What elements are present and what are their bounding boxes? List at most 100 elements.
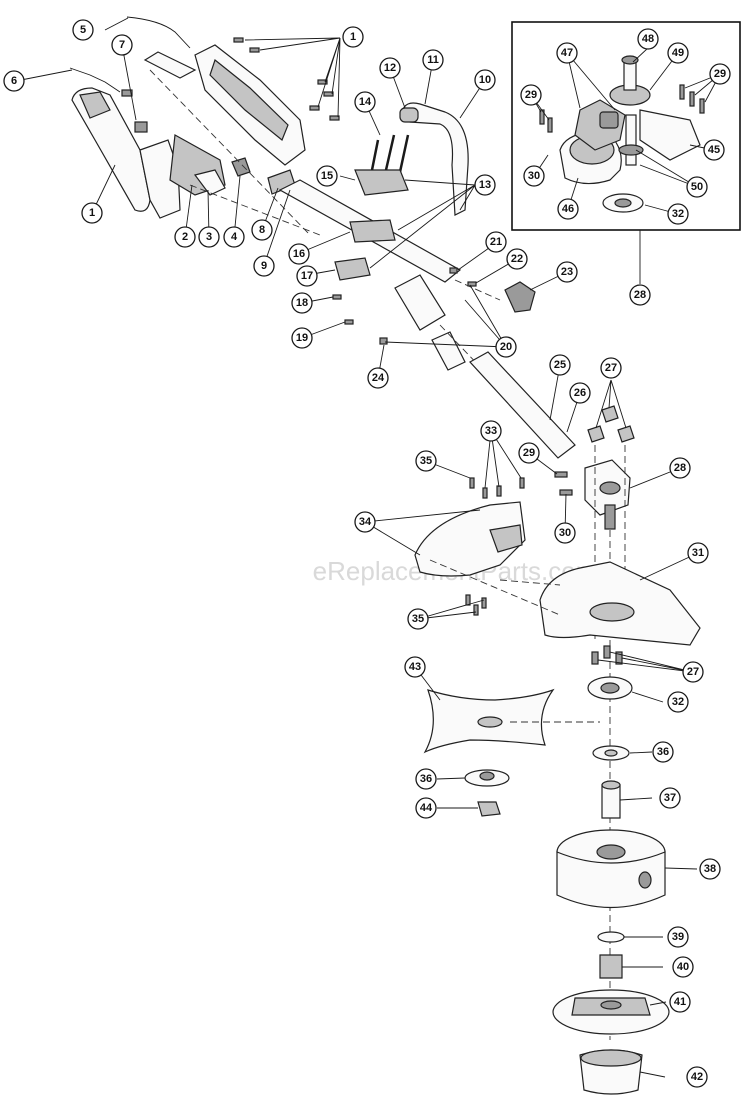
svg-text:32: 32	[672, 208, 684, 220]
svg-text:49: 49	[672, 47, 684, 59]
callout-29: 29	[520, 84, 542, 106]
svg-text:37: 37	[664, 792, 676, 804]
retainer-washer-part	[597, 931, 625, 943]
callout-35: 35	[407, 608, 429, 630]
svg-text:23: 23	[561, 266, 573, 278]
svg-text:29: 29	[525, 89, 537, 101]
callout-16: 16	[288, 243, 310, 265]
svg-text:44: 44	[420, 802, 433, 814]
callout-31: 31	[687, 542, 709, 564]
adapter-part	[601, 784, 621, 819]
svg-text:28: 28	[674, 462, 686, 474]
callout-30: 30	[554, 522, 576, 544]
callout-32: 32	[667, 203, 689, 225]
callout-1: 1	[342, 26, 364, 48]
blade-and-head-stack	[414, 666, 698, 1095]
shaft-coupler-assembly	[377, 242, 581, 459]
svg-text:16: 16	[293, 248, 305, 260]
throttle-handle-assembly	[20, 16, 486, 339]
callout-33: 33	[480, 420, 502, 442]
svg-text:20: 20	[500, 341, 512, 353]
svg-text:4: 4	[231, 231, 238, 243]
svg-text:26: 26	[574, 387, 586, 399]
svg-text:47: 47	[561, 47, 573, 59]
callout-22: 22	[506, 248, 528, 270]
callout-26: 26	[569, 382, 591, 404]
svg-text:45: 45	[708, 144, 720, 156]
callout-15: 15	[316, 165, 338, 187]
callout-46: 46	[557, 198, 579, 220]
svg-text:32: 32	[672, 696, 684, 708]
callout-45: 45	[703, 139, 725, 161]
callout-6: 6	[3, 70, 25, 92]
callout-2: 2	[174, 226, 196, 248]
coupler-part	[394, 274, 446, 331]
svg-text:24: 24	[372, 372, 385, 384]
svg-text:25: 25	[554, 359, 566, 371]
lower-tube-part	[469, 351, 576, 459]
callout-47: 47	[556, 42, 578, 64]
clamp-part	[354, 169, 409, 196]
svg-text:9: 9	[261, 260, 267, 272]
callout-labels: 1 1 2 3 4 5 6 7 8 9 10 11 12 13 14 15 16…	[3, 19, 731, 1088]
svg-text:13: 13	[479, 179, 491, 191]
callout-50: 50	[686, 176, 708, 198]
svg-text:28: 28	[634, 289, 646, 301]
callout-5: 5	[72, 19, 94, 41]
svg-text:22: 22	[511, 253, 523, 265]
svg-text:42: 42	[691, 1071, 703, 1083]
svg-text:18: 18	[296, 297, 308, 309]
svg-text:3: 3	[206, 231, 212, 243]
gearhead-detail-inset	[511, 21, 741, 284]
callout-35: 35	[415, 450, 437, 472]
callout-18: 18	[291, 292, 313, 314]
callout-48: 48	[637, 28, 659, 50]
callout-44: 44	[415, 797, 437, 819]
callout-39: 39	[667, 926, 689, 948]
callout-10: 10	[474, 69, 496, 91]
callout-27: 27	[600, 357, 622, 379]
callout-42: 42	[686, 1066, 708, 1088]
callout-17: 17	[296, 265, 318, 287]
svg-text:38: 38	[704, 863, 716, 875]
callout-36: 36	[652, 741, 674, 763]
throttle-cable-part	[126, 16, 191, 49]
svg-text:8: 8	[259, 224, 265, 236]
svg-text:36: 36	[420, 773, 432, 785]
svg-text:11: 11	[427, 54, 439, 66]
callout-20: 20	[495, 336, 517, 358]
svg-text:35: 35	[420, 455, 432, 467]
svg-text:15: 15	[321, 170, 333, 182]
svg-text:30: 30	[528, 170, 540, 182]
callout-8: 8	[251, 219, 273, 241]
svg-text:10: 10	[479, 74, 491, 86]
svg-text:14: 14	[359, 96, 372, 108]
callout-19: 19	[291, 327, 313, 349]
callout-24: 24	[367, 367, 389, 389]
callout-27: 27	[682, 661, 704, 683]
inset-frame	[511, 21, 741, 231]
svg-text:41: 41	[674, 996, 686, 1008]
svg-text:43: 43	[409, 661, 421, 673]
svg-text:29: 29	[714, 68, 726, 80]
screw-set	[233, 37, 340, 121]
callout-49: 49	[667, 42, 689, 64]
callout-34: 34	[354, 511, 376, 533]
svg-text:27: 27	[605, 362, 617, 374]
callout-14: 14	[354, 91, 376, 113]
svg-text:17: 17	[301, 270, 313, 282]
svg-text:46: 46	[562, 203, 574, 215]
callout-38: 38	[699, 858, 721, 880]
svg-text:29: 29	[523, 447, 535, 459]
callout-41: 41	[669, 991, 691, 1013]
svg-text:12: 12	[384, 62, 396, 74]
svg-text:5: 5	[80, 24, 86, 36]
head-spring-part	[599, 954, 623, 979]
callout-12: 12	[379, 57, 401, 79]
svg-text:50: 50	[691, 181, 703, 193]
handle-grip-part	[71, 87, 151, 212]
svg-text:21: 21	[490, 236, 502, 248]
svg-text:36: 36	[657, 746, 669, 758]
callout-11: 11	[422, 49, 444, 71]
